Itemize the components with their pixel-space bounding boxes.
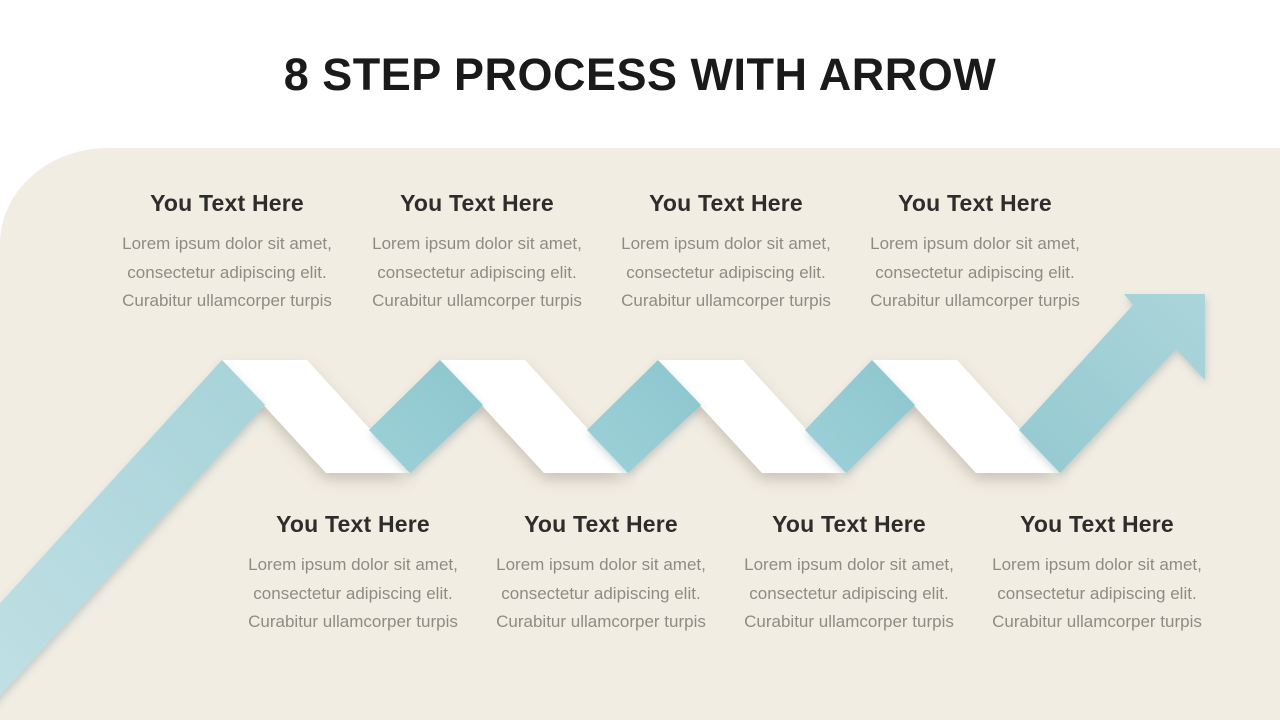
step-body-line: Curabitur ullamcorper turpis — [870, 291, 1080, 310]
ribbon-rise-teal-2 — [369, 360, 483, 473]
step-body-line: consectetur adipiscing elit. — [377, 262, 577, 282]
ribbon-fold-white-2 — [440, 360, 628, 473]
step-body-line: Lorem ipsum dolor sit amet, — [248, 555, 458, 574]
step-body-line: Lorem ipsum dolor sit amet, — [621, 234, 831, 253]
step-title: You Text Here — [400, 190, 554, 216]
step-block-2: You Text Here Lorem ipsum dolor sit amet… — [352, 190, 602, 316]
step-body-line: Curabitur ullamcorper turpis — [248, 612, 458, 631]
step-body-line: consectetur adipiscing elit. — [253, 583, 453, 603]
step-block-8: You Text Here Lorem ipsum dolor sit amet… — [972, 511, 1222, 637]
step-title: You Text Here — [1020, 511, 1174, 537]
step-block-7: You Text Here Lorem ipsum dolor sit amet… — [724, 511, 974, 637]
ribbon-fold-white-1 — [222, 360, 410, 473]
step-body-line: consectetur adipiscing elit. — [875, 262, 1075, 282]
step-title: You Text Here — [150, 190, 304, 216]
step-body-line: consectetur adipiscing elit. — [501, 583, 701, 603]
step-title: You Text Here — [898, 190, 1052, 216]
step-body-line: Curabitur ullamcorper turpis — [496, 612, 706, 631]
step-title: You Text Here — [524, 511, 678, 537]
step-body-line: Lorem ipsum dolor sit amet, — [122, 234, 332, 253]
ribbon-fold-white-3 — [658, 360, 846, 473]
step-body-line: consectetur adipiscing elit. — [127, 262, 327, 282]
step-body-line: Curabitur ullamcorper turpis — [372, 291, 582, 310]
ribbon-rise-teal-3 — [587, 360, 701, 473]
step-body-line: Curabitur ullamcorper turpis — [621, 291, 831, 310]
step-block-3: You Text Here Lorem ipsum dolor sit amet… — [601, 190, 851, 316]
step-body-line: Curabitur ullamcorper turpis — [992, 612, 1202, 631]
step-title: You Text Here — [649, 190, 803, 216]
ribbon-arrow-head — [1019, 294, 1205, 473]
step-block-1: You Text Here Lorem ipsum dolor sit amet… — [102, 190, 352, 316]
step-body-line: consectetur adipiscing elit. — [626, 262, 826, 282]
step-body-line: Curabitur ullamcorper turpis — [122, 291, 332, 310]
ribbon-rise-teal-1 — [0, 360, 265, 696]
step-body-line: Lorem ipsum dolor sit amet, — [992, 555, 1202, 574]
step-body-line: Lorem ipsum dolor sit amet, — [496, 555, 706, 574]
step-block-4: You Text Here Lorem ipsum dolor sit amet… — [850, 190, 1100, 316]
step-block-5: You Text Here Lorem ipsum dolor sit amet… — [228, 511, 478, 637]
step-body-line: Curabitur ullamcorper turpis — [744, 612, 954, 631]
slide-title: 8 STEP PROCESS WITH ARROW — [283, 49, 997, 100]
ribbon-rise-teal-4 — [805, 360, 915, 473]
step-block-6: You Text Here Lorem ipsum dolor sit amet… — [476, 511, 726, 637]
step-body-line: Lorem ipsum dolor sit amet, — [744, 555, 954, 574]
step-title: You Text Here — [772, 511, 926, 537]
step-body-line: consectetur adipiscing elit. — [997, 583, 1197, 603]
ribbon-fold-white-4 — [872, 360, 1060, 473]
step-body-line: consectetur adipiscing elit. — [749, 583, 949, 603]
step-body-line: Lorem ipsum dolor sit amet, — [870, 234, 1080, 253]
step-title: You Text Here — [276, 511, 430, 537]
step-body-line: Lorem ipsum dolor sit amet, — [372, 234, 582, 253]
